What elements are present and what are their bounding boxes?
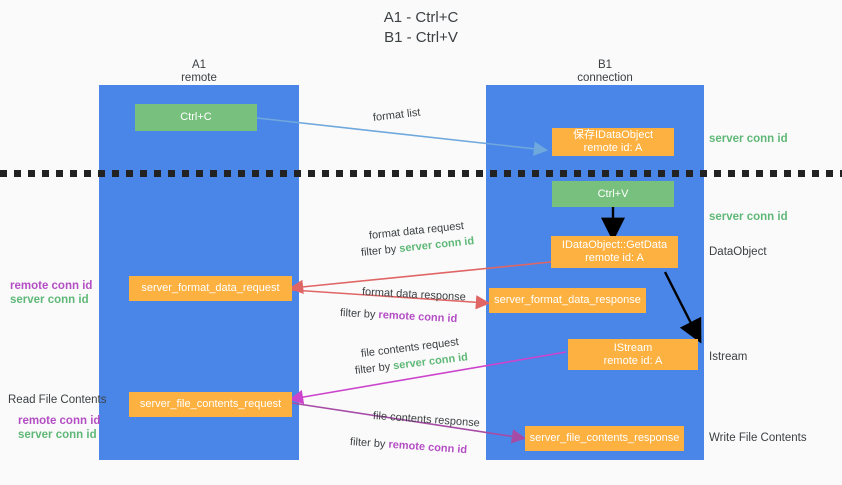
box-ctrl-c[interactable]: Ctrl+C xyxy=(135,104,257,131)
caption-filter-by-remote-conn-id-1: filter by remote conn id xyxy=(340,306,458,326)
dashed-separator xyxy=(0,170,842,177)
title-line-2: B1 - Ctrl+V xyxy=(384,29,458,46)
box-server-format-data-response[interactable]: server_format_data_response xyxy=(489,288,646,313)
lane-a1-sub: remote xyxy=(181,72,217,84)
lane-a1-name: A1 xyxy=(191,59,207,71)
filter-remote-conn-id-1: remote conn id xyxy=(378,309,458,326)
lane-header-b1: B1 connection xyxy=(535,59,675,85)
box-getdata-line-1: IDataObject::GetData xyxy=(561,239,668,251)
box-istream[interactable]: IStream remote id: A xyxy=(568,339,698,370)
filter-by-text-4: filter by xyxy=(349,436,389,451)
box-ctrl-v[interactable]: Ctrl+V xyxy=(552,181,674,207)
lane-header-a1: A1 remote xyxy=(139,59,259,85)
label-server-conn-id-1: server conn id xyxy=(10,294,89,306)
caption-format-list: format list xyxy=(372,106,422,124)
title-line-1: A1 - Ctrl+C xyxy=(383,9,459,26)
filter-by-text-2: filter by xyxy=(339,307,379,322)
box-save-idataobject-line-2: remote id: A xyxy=(583,142,643,154)
box-server-file-contents-response[interactable]: server_file_contents_response xyxy=(525,426,684,451)
label-write-file-contents: Write File Contents xyxy=(709,432,807,444)
filter-by-text-3: filter by xyxy=(354,360,394,377)
box-getdata-line-2: remote id: A xyxy=(585,252,644,264)
label-server-conn-id-mid: server conn id xyxy=(709,211,788,223)
label-read-file-contents: Read File Contents xyxy=(8,394,107,406)
label-server-conn-id-top: server conn id xyxy=(709,133,788,145)
caption-filter-by-remote-conn-id-2: filter by remote conn id xyxy=(350,435,468,457)
label-server-conn-id-2: server conn id xyxy=(18,429,97,441)
caption-format-data-response: format data response xyxy=(361,286,467,304)
box-istream-line-1: IStream xyxy=(613,341,653,354)
box-save-idataobject-line-1: 保存IDataObject xyxy=(572,129,654,141)
box-istream-line-2: remote id: A xyxy=(603,354,663,367)
box-server-file-contents-request[interactable]: server_file_contents_request xyxy=(129,392,292,417)
page-title: A1 - Ctrl+C B1 - Ctrl+V xyxy=(0,8,842,48)
filter-remote-conn-id-2: remote conn id xyxy=(388,438,468,457)
label-istream: Istream xyxy=(709,351,748,363)
caption-file-contents-response: file contents response xyxy=(372,410,481,430)
lane-b1-sub: connection xyxy=(577,72,633,84)
box-save-idataobject[interactable]: 保存IDataObject remote id: A xyxy=(552,128,674,156)
lane-b1-name: B1 xyxy=(597,59,613,71)
label-remote-conn-id-1: remote conn id xyxy=(10,280,93,292)
box-idataobject-getdata[interactable]: IDataObject::GetData remote id: A xyxy=(551,236,678,268)
label-remote-conn-id-2: remote conn id xyxy=(18,415,101,427)
filter-by-text-1: filter by xyxy=(360,243,400,259)
box-server-format-data-request[interactable]: server_format_data_request xyxy=(129,276,292,301)
label-dataobject: DataObject xyxy=(709,246,767,258)
